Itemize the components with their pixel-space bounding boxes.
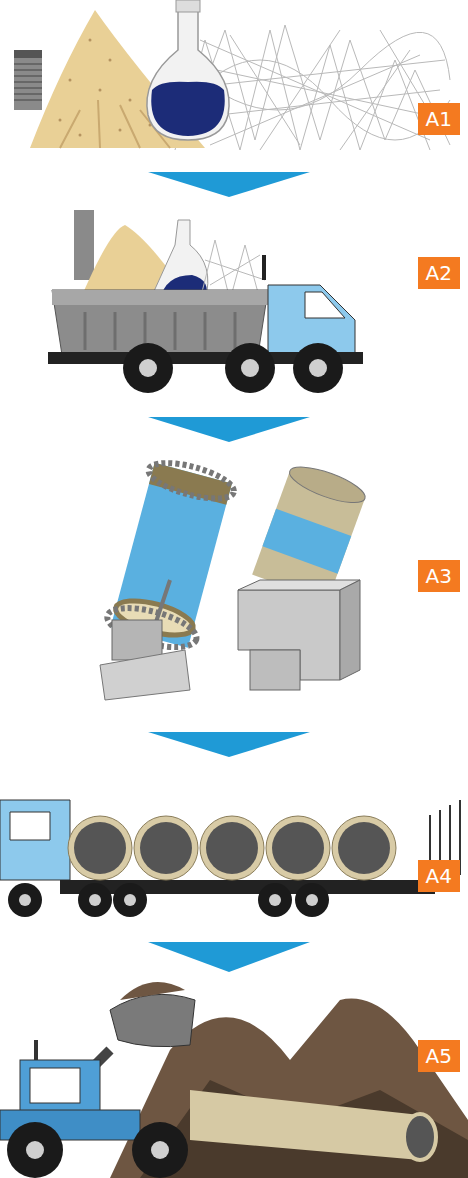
winding-machines bbox=[100, 455, 369, 700]
flow-arrow bbox=[148, 417, 310, 442]
stage-node: A4 bbox=[0, 765, 468, 935]
stage-label: A5 bbox=[418, 1040, 460, 1072]
stage-label: A1 bbox=[418, 103, 460, 135]
pipe-truck bbox=[0, 800, 460, 917]
arrow-shape bbox=[148, 942, 310, 972]
stage-node: A3 bbox=[0, 450, 468, 725]
dump-truck bbox=[48, 210, 363, 393]
stage-node: A2 bbox=[0, 205, 468, 410]
stage-node: A5 bbox=[0, 980, 468, 1178]
arrow-shape bbox=[148, 417, 310, 442]
flow-arrow bbox=[148, 172, 310, 197]
thread-spool bbox=[14, 50, 42, 110]
flow-arrow bbox=[148, 732, 310, 757]
chemical-flask bbox=[147, 0, 229, 140]
arrow-shape bbox=[148, 172, 310, 197]
arrow-shape bbox=[148, 732, 310, 757]
flow-arrow bbox=[148, 942, 310, 972]
raw-materials bbox=[14, 0, 450, 150]
stage-label: A3 bbox=[418, 560, 460, 592]
loader-burial bbox=[0, 982, 468, 1178]
stage-label: A2 bbox=[418, 257, 460, 289]
stage-node: A1 bbox=[0, 0, 468, 165]
stage-label: A4 bbox=[418, 860, 460, 892]
